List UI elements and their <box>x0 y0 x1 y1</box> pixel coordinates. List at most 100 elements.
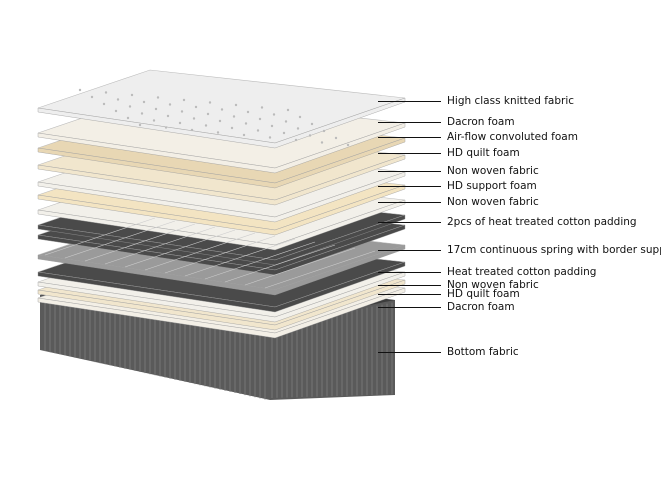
quilt-tuft <box>244 122 248 125</box>
spring-coil <box>44 217 156 256</box>
quilt-tuft <box>206 112 210 116</box>
quilt-tuft <box>152 119 156 122</box>
mattress-layer-edge <box>37 122 406 174</box>
quilt-tuft <box>310 122 314 126</box>
leader-line <box>378 285 441 286</box>
quilt-tuft <box>256 129 260 132</box>
mattress-layer-edge <box>37 97 406 149</box>
layer-label: Non woven fabric <box>447 165 539 177</box>
quilt-tuft <box>296 127 300 130</box>
mattress-layer-edge <box>37 154 406 206</box>
quilt-tuft <box>220 108 224 111</box>
mattress-layer-edge <box>37 184 406 236</box>
quilt-tuft <box>114 109 118 113</box>
layer-label: HD quilt foam <box>447 288 520 300</box>
quilt-tuft <box>128 105 132 108</box>
spring-coil <box>124 229 236 268</box>
mattress-layer-edge <box>37 287 406 339</box>
mattress-layer-edge <box>37 199 406 251</box>
quilt-tuft <box>230 126 234 130</box>
spring-coil <box>224 244 336 283</box>
quilt-tuft <box>130 93 134 97</box>
quilt-tuft <box>116 98 120 101</box>
quilt-tuft <box>346 143 350 147</box>
mattress-layer-edge <box>37 261 406 313</box>
quilt-tuft <box>194 105 198 109</box>
quilt-tuft <box>126 116 130 120</box>
quilt-tuft <box>140 112 144 115</box>
quilt-tuft <box>180 110 184 113</box>
mattress-layer-edge <box>37 171 406 223</box>
leader-line <box>378 352 441 353</box>
layer-label: Non woven fabric <box>447 196 539 208</box>
quilt-tuft <box>182 98 186 102</box>
mattress-layer-edge <box>37 137 406 189</box>
spring-coil <box>84 223 196 262</box>
quilt-tuft <box>142 100 146 104</box>
spring-coil <box>64 220 176 259</box>
quilt-tuft <box>216 131 220 134</box>
quilt-tuft <box>298 115 302 119</box>
quilt-tuft <box>268 136 272 139</box>
spring-coil <box>144 232 256 271</box>
quilt-tuft <box>272 113 276 116</box>
leader-line <box>378 137 441 138</box>
mattress-layer-edge <box>37 244 406 296</box>
layer-label: Dacron foam <box>447 116 515 128</box>
quilt-tuft <box>164 126 168 129</box>
quilt-tuft <box>208 101 212 104</box>
spring-coil <box>244 247 356 286</box>
layer-label: High class knitted fabric <box>447 95 575 107</box>
quilt-tuft <box>138 123 142 127</box>
quilt-tuft <box>234 103 238 107</box>
quilt-tuft <box>78 88 82 92</box>
quilt-tuft <box>284 120 288 123</box>
leader-line <box>378 250 441 251</box>
layer-label: Air-flow convoluted foam <box>447 131 578 143</box>
mattress-layer-edge <box>37 224 406 276</box>
layer-label: Dacron foam <box>447 301 515 313</box>
quilt-tuft <box>258 117 262 121</box>
spring-coil <box>164 235 276 274</box>
quilt-tuft <box>166 114 170 118</box>
quilt-tuft <box>294 138 298 142</box>
quilt-tuft <box>242 133 246 137</box>
quilt-tuft <box>192 117 196 120</box>
quilt-tuft <box>156 96 160 99</box>
quilt-tuft <box>260 106 264 109</box>
leader-line <box>378 171 441 172</box>
leader-line <box>378 202 441 203</box>
leader-line <box>378 101 441 102</box>
layer-label: HD quilt foam <box>447 147 520 159</box>
quilt-tuft <box>190 128 194 132</box>
leader-line <box>378 153 441 154</box>
quilt-tuft <box>232 115 236 118</box>
quilt-tuft <box>282 131 286 135</box>
spring-coil <box>264 250 376 289</box>
quilt-tuft <box>154 107 158 111</box>
leader-line <box>378 186 441 187</box>
mattress-layer-edge <box>37 214 406 266</box>
layer-label: Bottom fabric <box>447 346 519 358</box>
quilt-tuft <box>334 136 338 140</box>
leader-line <box>378 294 441 295</box>
quilt-tuft <box>104 91 108 94</box>
layer-label: HD support foam <box>447 180 537 192</box>
layer-label: 2pcs of heat treated cotton padding <box>447 216 637 228</box>
quilt-tuft <box>308 134 312 137</box>
spring-coil <box>184 238 296 277</box>
quilt-tuft <box>90 95 94 99</box>
quilt-tuft <box>168 103 172 106</box>
layer-label: Non woven fabric <box>447 279 539 291</box>
quilt-tuft <box>102 102 106 106</box>
leader-line <box>378 122 441 123</box>
quilt-tuft <box>218 119 222 123</box>
quilt-tuft <box>322 129 326 133</box>
quilt-tuft <box>270 124 274 128</box>
layer-label: 17cm continuous spring with border suppo… <box>447 244 661 256</box>
quilt-tuft <box>320 141 324 144</box>
quilt-tuft <box>286 108 290 112</box>
mattress-layer-edge <box>37 271 406 323</box>
